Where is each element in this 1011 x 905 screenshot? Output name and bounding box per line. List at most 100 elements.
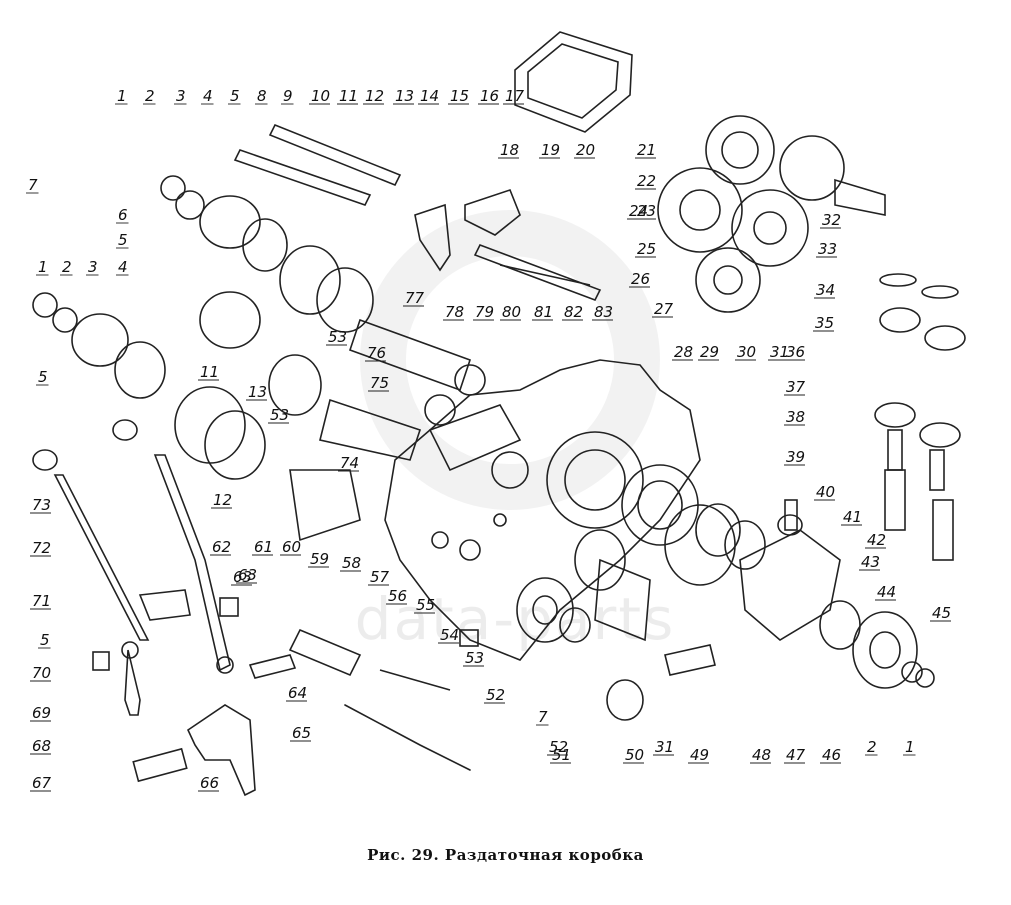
callout-63: 63 — [238, 566, 257, 584]
callout-18: 18 — [500, 141, 519, 159]
callout-77: 77 — [405, 289, 425, 307]
callout-5: 5 — [230, 87, 240, 105]
callout-13: 13 — [395, 87, 414, 105]
callout-26: 26 — [631, 270, 650, 288]
callout-32: 32 — [822, 211, 841, 229]
callout-5: 5 — [40, 631, 50, 649]
callout-28: 28 — [674, 343, 693, 361]
callout-35: 35 — [815, 314, 834, 332]
callout-17: 17 — [505, 87, 525, 105]
callout-60: 60 — [282, 538, 301, 556]
callout-14: 14 — [420, 87, 439, 105]
callout-13: 13 — [248, 383, 267, 401]
callout-5: 5 — [38, 368, 48, 386]
callout-50: 50 — [625, 746, 644, 764]
callout-37: 37 — [786, 378, 806, 396]
callout-59: 59 — [310, 550, 329, 568]
callout-10: 10 — [311, 87, 330, 105]
callout-48: 48 — [752, 746, 771, 764]
callout-21: 21 — [637, 141, 656, 159]
top-cover — [514, 31, 633, 133]
callout-12: 12 — [365, 87, 384, 105]
callout-38: 38 — [786, 408, 805, 426]
callout-15: 15 — [450, 87, 469, 105]
callout-55: 55 — [416, 596, 435, 614]
gear-cluster — [657, 115, 886, 313]
callout-80: 80 — [502, 303, 521, 321]
callout-2: 2 — [145, 87, 155, 105]
transfer-case-housing — [384, 359, 701, 661]
callout-41: 41 — [843, 508, 862, 526]
callout-43: 43 — [861, 553, 880, 571]
callout-23: 23 — [637, 202, 656, 220]
callout-79: 79 — [475, 303, 494, 321]
callout-8: 8 — [257, 87, 267, 105]
callout-76: 76 — [367, 344, 386, 362]
callout-24: 24 — [629, 202, 648, 220]
callout-53: 53 — [465, 649, 484, 667]
callout-66: 66 — [200, 774, 219, 792]
callout-34: 34 — [816, 281, 835, 299]
callout-72: 72 — [32, 539, 51, 557]
callout-22: 22 — [637, 172, 656, 190]
callout-49: 49 — [690, 746, 709, 764]
callout-4: 4 — [118, 258, 128, 276]
callout-16: 16 — [480, 87, 499, 105]
callout-2: 2 — [62, 258, 72, 276]
callout-29: 29 — [700, 343, 719, 361]
callout-1: 1 — [905, 738, 915, 756]
callout-71: 71 — [32, 592, 51, 610]
callout-6: 6 — [118, 206, 128, 224]
callout-39: 39 — [786, 448, 805, 466]
callout-52: 52 — [549, 738, 568, 756]
callout-11: 11 — [200, 363, 219, 381]
callout-54: 54 — [440, 626, 459, 644]
callout-3: 3 — [88, 258, 98, 276]
callout-44: 44 — [877, 583, 896, 601]
callout-7: 7 — [538, 708, 548, 726]
callout-68: 68 — [32, 737, 51, 755]
callout-73: 73 — [32, 496, 51, 514]
callout-3: 3 — [176, 87, 186, 105]
callout-46: 46 — [822, 746, 841, 764]
callout-11: 11 — [339, 87, 358, 105]
callout-25: 25 — [637, 240, 656, 258]
callout-53: 53 — [328, 328, 347, 346]
callout-74: 74 — [340, 454, 359, 472]
callout-12: 12 — [213, 491, 232, 509]
callout-47: 47 — [786, 746, 806, 764]
callout-83: 83 — [594, 303, 613, 321]
callout-81: 81 — [534, 303, 553, 321]
callout-31: 31 — [655, 738, 674, 756]
callout-61: 61 — [254, 538, 273, 556]
callout-63: 63 — [233, 568, 252, 586]
callout-19: 19 — [541, 141, 560, 159]
callout-67: 67 — [32, 774, 52, 792]
right-output-assembly — [621, 273, 966, 689]
callout-7: 7 — [28, 176, 38, 194]
callout-1: 1 — [38, 258, 48, 276]
callout-75: 75 — [370, 374, 389, 392]
callout-56: 56 — [388, 587, 407, 605]
callout-62: 62 — [212, 538, 231, 556]
shift-rods — [233, 123, 602, 302]
lower-center-parts — [459, 529, 716, 721]
callout-53: 53 — [270, 406, 289, 424]
callout-36: 36 — [786, 343, 805, 361]
callout-58: 58 — [342, 554, 361, 572]
callout-20: 20 — [576, 141, 595, 159]
bracket-and-cables — [132, 628, 471, 797]
callout-57: 57 — [370, 568, 390, 586]
callout-78: 78 — [445, 303, 464, 321]
callout-42: 42 — [867, 531, 886, 549]
callout-9: 9 — [283, 87, 293, 105]
callout-33: 33 — [818, 240, 837, 258]
callout-1: 1 — [117, 87, 127, 105]
callout-82: 82 — [564, 303, 583, 321]
callout-4: 4 — [203, 87, 213, 105]
lever-assembly — [32, 419, 239, 716]
callout-5: 5 — [118, 231, 128, 249]
left-shaft-assembly — [32, 175, 486, 542]
